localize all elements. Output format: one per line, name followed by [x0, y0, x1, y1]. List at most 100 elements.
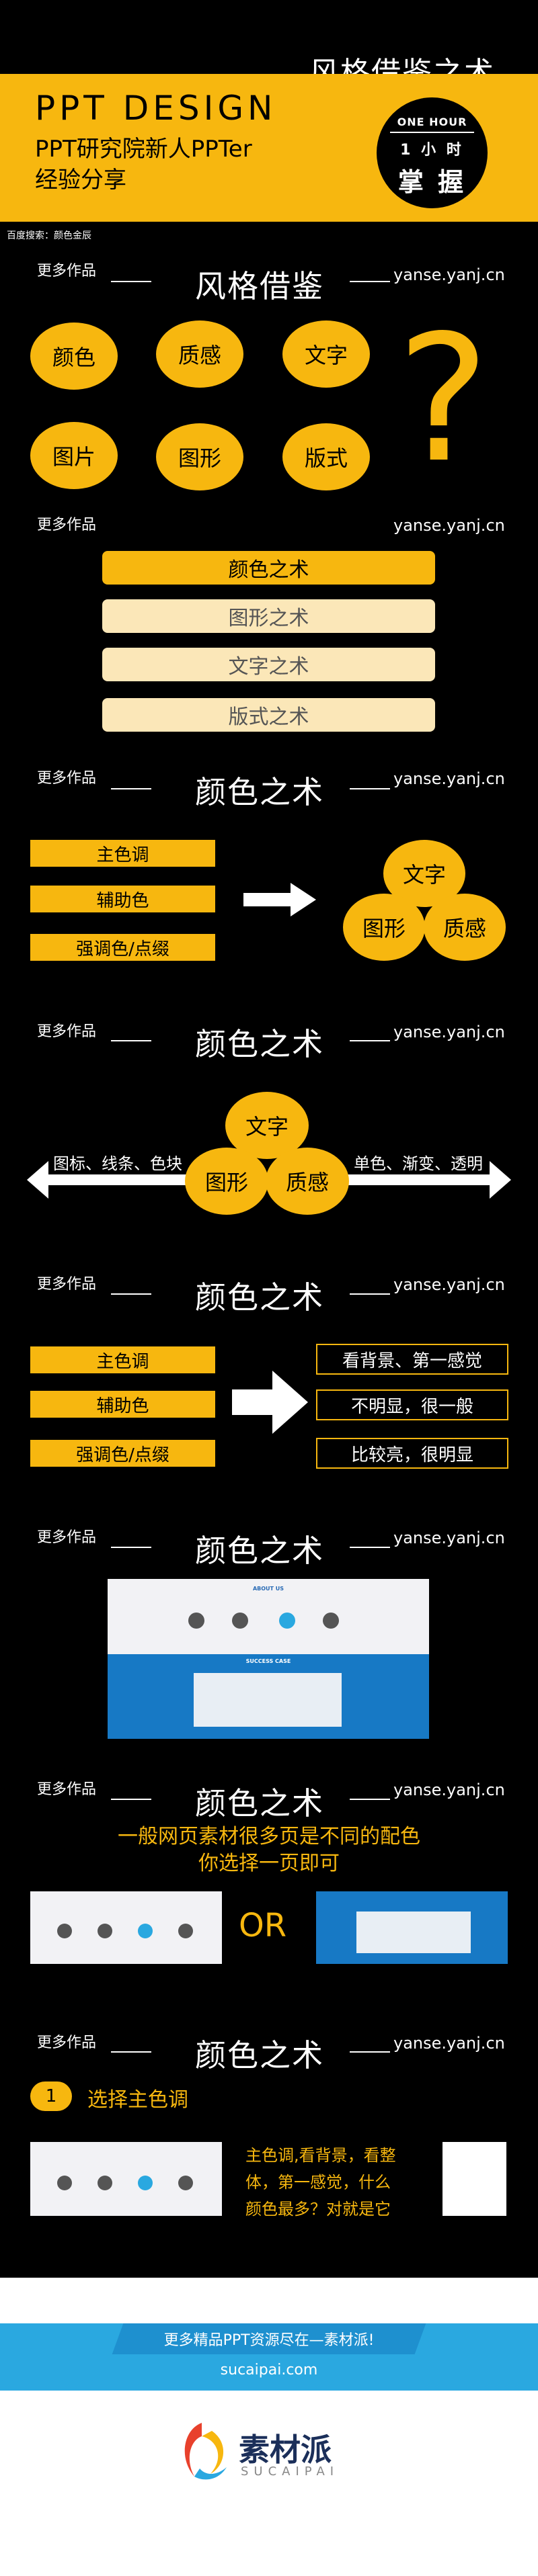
screenshot-option-b [316, 1891, 508, 1964]
bar-layout: 版式之术 [102, 698, 435, 732]
rect-not-obvious: 不明显，很一般 [316, 1389, 508, 1420]
screenshot-top-band: ABOUT US [108, 1579, 429, 1654]
screenshot-icon [279, 1613, 295, 1629]
divider-left [111, 1547, 151, 1548]
left-label: 图标、线条、色块 [50, 1150, 185, 1174]
screenshot-icon [232, 1613, 248, 1629]
rect-main-tone: 主色调 [30, 1346, 215, 1373]
step-description: 主色调,看背景，看整 体，第一感觉，什么 颜色最多？对就是它 [245, 2142, 396, 2223]
bar-color: 颜色之术 [102, 551, 435, 585]
more-works-link[interactable]: 更多作品 [37, 517, 97, 533]
section-title: 颜色之术 [195, 1026, 324, 1062]
more-works-link[interactable]: 更多作品 [37, 770, 97, 787]
venn-shape: 图形 [343, 894, 425, 961]
or-label: OR [239, 1907, 287, 1944]
screenshot-case-heading: SUCCESS CASE [245, 1658, 291, 1664]
screenshot-icon [323, 1613, 339, 1629]
one-hour-badge [377, 97, 488, 208]
badge-line-3: 掌 握 [397, 167, 467, 197]
badge-line-1: ONE HOUR [397, 116, 467, 128]
screenshot-icon [178, 2176, 193, 2190]
divider-right [350, 2051, 390, 2053]
section-title: 风格借鉴 [195, 268, 324, 304]
divider-right [350, 1040, 390, 1041]
site-url[interactable]: yanse.yanj.cn [393, 769, 505, 788]
logo-subtext: SUCAIPAI [241, 2464, 340, 2479]
screenshot-icon [138, 1924, 153, 1938]
section-title: 颜色之术 [195, 1279, 324, 1316]
more-works-link[interactable]: 更多作品 [37, 1023, 97, 1040]
circle-layout: 版式 [282, 423, 370, 490]
rect-aux-color: 辅助色 [30, 1391, 215, 1418]
screenshot-option-a [30, 1891, 222, 1964]
logo-text: 素材派 [239, 2432, 332, 2468]
right-label: 单色、渐变、透明 [351, 1150, 486, 1174]
step-title: 选择主色调 [87, 2088, 188, 2112]
more-works-link[interactable]: 更多作品 [37, 1276, 97, 1293]
site-url[interactable]: yanse.yanj.cn [393, 1275, 505, 1294]
screenshot-icon [98, 2176, 112, 2190]
arrow-right-icon [243, 883, 316, 916]
footer-site-url[interactable]: sucaipai.com [220, 2362, 318, 2378]
rect-bg-feeling: 看背景、第一感觉 [316, 1344, 508, 1375]
site-url[interactable]: yanse.yanj.cn [393, 1529, 505, 1547]
more-works-link[interactable]: 更多作品 [37, 2034, 97, 2051]
sucaipai-logo-icon [184, 2423, 227, 2480]
rect-main-tone: 主色调 [30, 840, 215, 867]
circle-texture: 质感 [156, 320, 243, 388]
rect-accent: 强调色/点缀 [30, 934, 215, 961]
rect-accent: 强调色/点缀 [30, 1440, 215, 1467]
rect-aux-color: 辅助色 [30, 886, 215, 912]
venn-texture: 质感 [424, 894, 506, 961]
divider-left [111, 1040, 151, 1041]
question-mark-icon: ? [397, 298, 490, 501]
badge-line-2: 1 小 时 [400, 142, 464, 159]
divider-right [350, 788, 390, 789]
divider-right [350, 281, 390, 282]
badge-divider [390, 132, 474, 133]
step-number-badge: 1 [30, 2081, 72, 2111]
divider-left [111, 2051, 151, 2053]
divider-right [350, 1799, 390, 1800]
section-title: 颜色之术 [195, 1785, 324, 1821]
more-works-link[interactable]: 更多作品 [37, 1529, 97, 1546]
more-works-link[interactable]: 更多作品 [37, 263, 97, 280]
circle-image: 图片 [30, 422, 118, 489]
screenshot-example [30, 2142, 222, 2216]
site-url[interactable]: yanse.yanj.cn [393, 2034, 505, 2053]
screenshot-photos [194, 1673, 342, 1727]
bar-text: 文字之术 [102, 648, 435, 681]
site-url[interactable]: yanse.yanj.cn [393, 516, 505, 535]
circle-color: 颜色 [30, 323, 118, 390]
white-color-swatch [443, 2142, 506, 2216]
step-desc-line: 体，第一感觉，什么 [245, 2173, 391, 2192]
circle-shape: 图形 [156, 423, 243, 490]
section-title: 颜色之术 [195, 2037, 324, 2073]
banner-subtitle-2: 经验分享 [35, 167, 126, 194]
site-url[interactable]: yanse.yanj.cn [393, 265, 505, 284]
bar-shape: 图形之术 [102, 599, 435, 633]
screenshot-icon [57, 1924, 72, 1938]
divider-left [111, 1293, 151, 1295]
note-line-2: 你选择一页即可 [198, 1852, 340, 1875]
banner-subtitle-1: PPT研究院新人PPTer [35, 136, 252, 163]
screenshot-icon [178, 1924, 193, 1938]
note-line-1: 一般网页素材很多页是不同的配色 [118, 1825, 420, 1848]
site-url[interactable]: yanse.yanj.cn [393, 1780, 505, 1799]
circle-text: 文字 [282, 320, 370, 388]
divider-right [350, 1293, 390, 1295]
baidu-search-note: 百度搜索：颜色金辰 [7, 230, 91, 241]
venn-text: 文字 [225, 1092, 309, 1159]
rect-bright: 比较亮，很明显 [316, 1438, 508, 1469]
screenshot-icon [57, 2176, 72, 2190]
screenshot-blue-band: SUCCESS CASE [108, 1654, 429, 1739]
divider-left [111, 281, 151, 282]
site-url[interactable]: yanse.yanj.cn [393, 1023, 505, 1041]
venn-shape: 图形 [185, 1148, 268, 1215]
divider-right [350, 1547, 390, 1548]
screenshot-photos [356, 1912, 471, 1953]
step-desc-line: 主色调,看背景，看整 [245, 2146, 396, 2165]
more-works-link[interactable]: 更多作品 [37, 1781, 97, 1798]
arrow-right-icon [232, 1371, 308, 1434]
venn-texture: 质感 [266, 1148, 349, 1215]
